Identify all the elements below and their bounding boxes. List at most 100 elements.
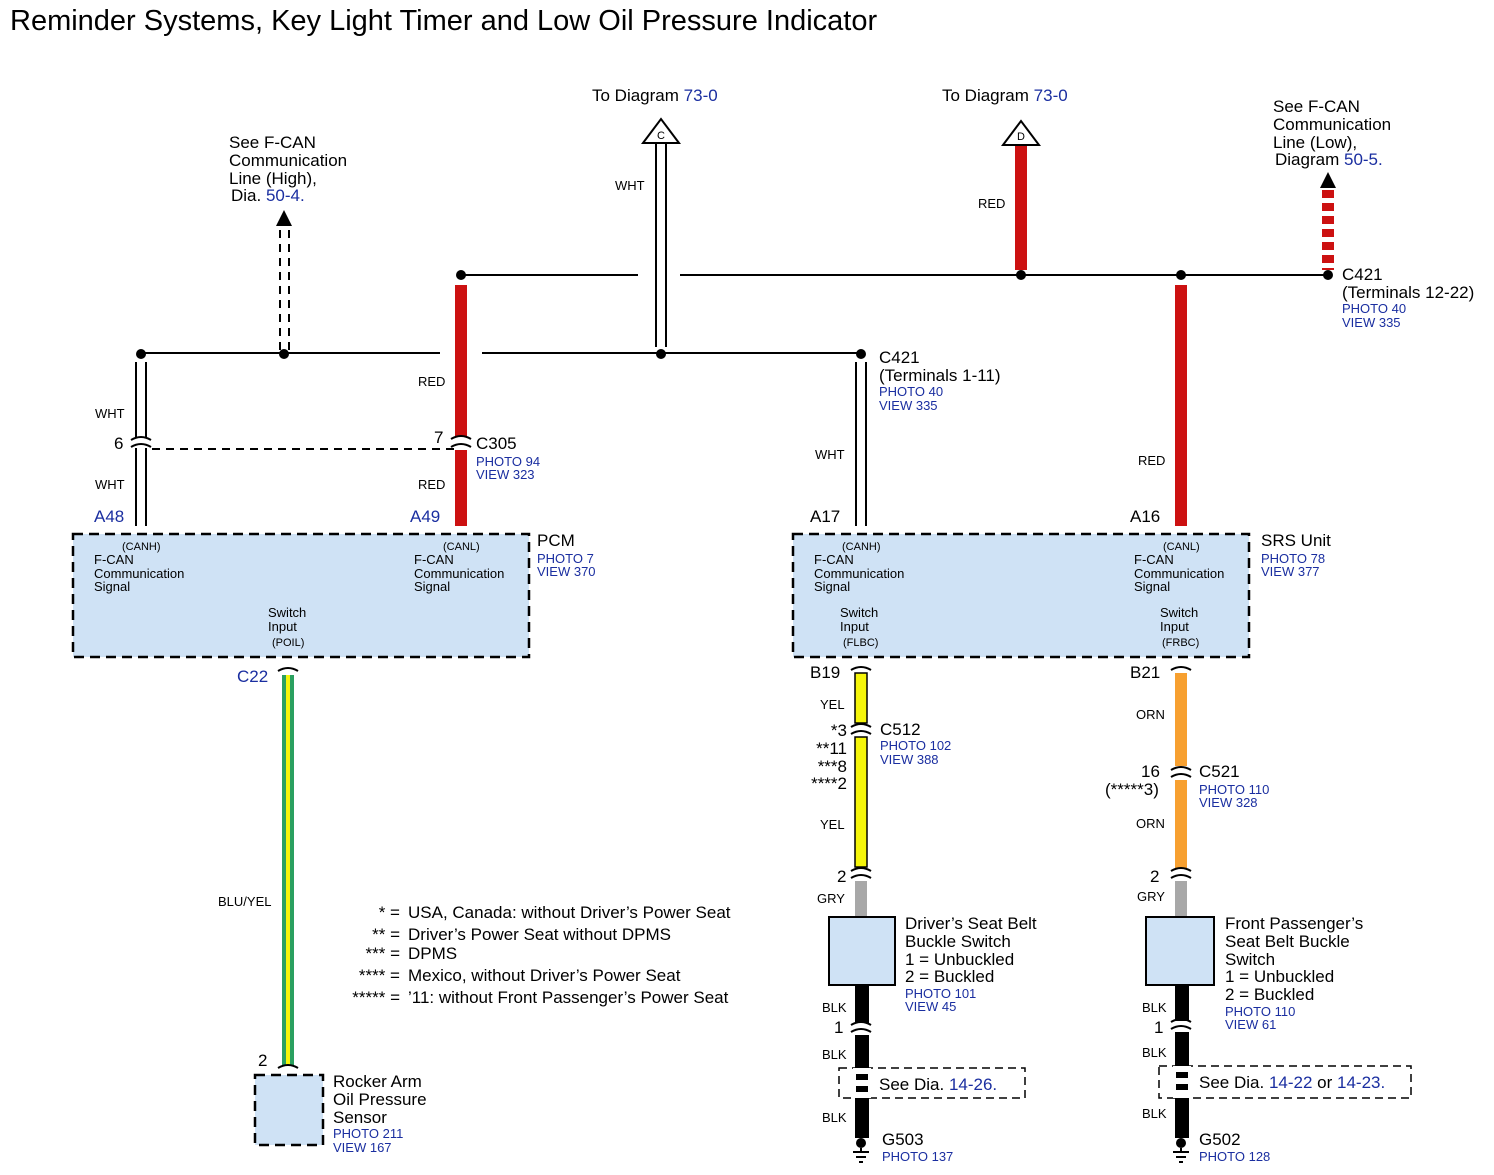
see-dia-driver-link[interactable]: 14-26. — [949, 1075, 997, 1094]
pass-switch-view[interactable]: VIEW 61 — [1225, 1017, 1276, 1032]
wire-color-label: BLK — [1142, 1000, 1167, 1015]
connector-mark — [1170, 874, 1192, 879]
see-dia-pass-link1[interactable]: 14-22 — [1269, 1073, 1312, 1092]
connector-mark — [850, 874, 872, 879]
to-diagram-c-link[interactable]: 73-0 — [684, 86, 718, 105]
c421b-view[interactable]: VIEW 335 — [879, 398, 938, 413]
srs-unit-box[interactable] — [791, 532, 1251, 659]
pcm-canl: (CANL) — [443, 541, 480, 553]
wire-break-mark — [1176, 1084, 1188, 1090]
arrow-up-icon — [276, 210, 292, 226]
fcan-high-link[interactable]: 50-4. — [266, 186, 305, 205]
c421a-view[interactable]: VIEW 335 — [1342, 315, 1401, 330]
sensor-pin: 2 — [258, 1051, 267, 1070]
c512-pin: *3 — [831, 721, 847, 740]
g502-name: G502 — [1199, 1130, 1241, 1149]
c421a-photo[interactable]: PHOTO 40 — [1342, 301, 1406, 316]
srs-signal-r2: Communication — [1134, 566, 1224, 581]
wire-break — [853, 1068, 871, 1098]
connector-mark — [1170, 1018, 1192, 1023]
wire-color-label: BLU/YEL — [218, 894, 271, 909]
see-dia-box — [1158, 1065, 1412, 1099]
marker-d-letter: D — [1017, 131, 1025, 143]
fcan-high-line1: See F-CAN — [229, 133, 316, 152]
pass-switch-photo[interactable]: PHOTO 110 — [1225, 1004, 1295, 1019]
sensor-view[interactable]: VIEW 167 — [333, 1140, 392, 1155]
driver-seat-belt-switch-box[interactable] — [828, 916, 896, 986]
c521-view[interactable]: VIEW 328 — [1199, 795, 1258, 810]
srs-view[interactable]: VIEW 377 — [1261, 564, 1320, 579]
driver-switch-view[interactable]: VIEW 45 — [905, 999, 956, 1014]
marker-c-triangle — [641, 117, 681, 144]
splice-dot — [279, 349, 289, 359]
to-diagram-d: To Diagram 73-0 — [942, 86, 1068, 105]
page-title: Reminder Systems, Key Light Timer and Lo… — [10, 5, 877, 37]
srs-photo[interactable]: PHOTO 78 — [1261, 551, 1325, 566]
g503-photo[interactable]: PHOTO 137 — [882, 1149, 953, 1164]
c512-photo[interactable]: PHOTO 102 — [880, 738, 951, 753]
oil-pressure-sensor-box[interactable] — [253, 1073, 325, 1147]
pcm-signal-r3: Signal — [414, 579, 450, 594]
wire-color-label: ORN — [1136, 816, 1165, 831]
fcan-high-dia: Dia. 50-4. — [231, 186, 305, 205]
sensor-line3: Sensor — [333, 1108, 387, 1127]
gry-wire — [1175, 881, 1187, 917]
srs-canl: (CANL) — [1163, 541, 1200, 553]
pcm-photo[interactable]: PHOTO 7 — [537, 551, 594, 566]
splice-dot — [656, 349, 666, 359]
pcm-signal-r1: F-CAN — [414, 552, 454, 567]
note-text: DPMS — [408, 944, 457, 963]
wire-color-label: BLK — [822, 1000, 847, 1015]
c305-view[interactable]: VIEW 323 — [476, 467, 535, 482]
connector-mark — [850, 1028, 872, 1033]
c421b-photo[interactable]: PHOTO 40 — [879, 384, 943, 399]
srs-signal-l2: Communication — [814, 566, 904, 581]
c512-view[interactable]: VIEW 388 — [880, 752, 939, 767]
c421a-name: C421 — [1342, 265, 1383, 284]
srs-pin-b19: B19 — [810, 663, 840, 682]
srs-switch-l-3: (FLBC) — [843, 637, 878, 649]
passenger-seat-belt-switch-box[interactable] — [1145, 916, 1215, 986]
see-dia-pass-link2[interactable]: 14-23. — [1337, 1073, 1385, 1092]
pcm-pin-a49: A49 — [410, 507, 440, 526]
wire-color-label: BLK — [1142, 1045, 1167, 1060]
wire-color-label: ORN — [1136, 707, 1165, 722]
srs-pin-b21: B21 — [1130, 663, 1160, 682]
srs-switch-r-2: Input — [1160, 619, 1189, 634]
footnotes: * = USA, Canada: without Driver’s Power … — [352, 903, 731, 1007]
wire-color-label: WHT — [615, 178, 645, 193]
pcm-box[interactable] — [71, 532, 531, 659]
c305-photo[interactable]: PHOTO 94 — [476, 454, 540, 469]
connector-mark — [1170, 867, 1192, 872]
srs-pin-a17: A17 — [810, 507, 840, 526]
pass-switch-line5: 2 = Buckled — [1225, 985, 1314, 1004]
splice-dot — [136, 349, 146, 359]
see-dia-pass: See Dia. 14-22 or 14-23. — [1199, 1073, 1385, 1092]
wire-color-label: RED — [418, 477, 445, 492]
blk-wire — [1175, 985, 1189, 1021]
pcm-view[interactable]: VIEW 370 — [537, 564, 596, 579]
pcm-signal-l3: Signal — [94, 579, 130, 594]
c512-pin: ***8 — [818, 757, 847, 776]
driver-switch-line1: Driver’s Seat Belt — [905, 914, 1037, 933]
fcan-low-link[interactable]: 50-5. — [1344, 150, 1383, 169]
c305-pin-6: 6 — [114, 434, 123, 453]
srs-canh: (CANH) — [842, 541, 881, 553]
orn-wire — [1175, 673, 1187, 766]
wire-color-label: WHT — [95, 406, 125, 421]
wire-color-label: BLK — [822, 1110, 847, 1125]
pcm-pin-a48: A48 — [94, 507, 124, 526]
pcm-switch-l1: Switch — [268, 605, 306, 620]
driver-switch-photo[interactable]: PHOTO 101 — [905, 986, 976, 1001]
sensor-photo[interactable]: PHOTO 211 — [333, 1126, 403, 1141]
srs-switch-r-3: (FRBC) — [1162, 637, 1199, 649]
splice-dot — [856, 349, 866, 359]
srs-switch-l-2: Input — [840, 619, 869, 634]
g502-photo[interactable]: PHOTO 128 — [1199, 1149, 1270, 1164]
to-diagram-d-link[interactable]: 73-0 — [1034, 86, 1068, 105]
c521-photo[interactable]: PHOTO 110 — [1199, 782, 1269, 797]
connector-mark — [1170, 766, 1192, 771]
connector-mark — [1170, 666, 1192, 671]
pass-switch-pin-1: 1 — [1154, 1018, 1163, 1037]
